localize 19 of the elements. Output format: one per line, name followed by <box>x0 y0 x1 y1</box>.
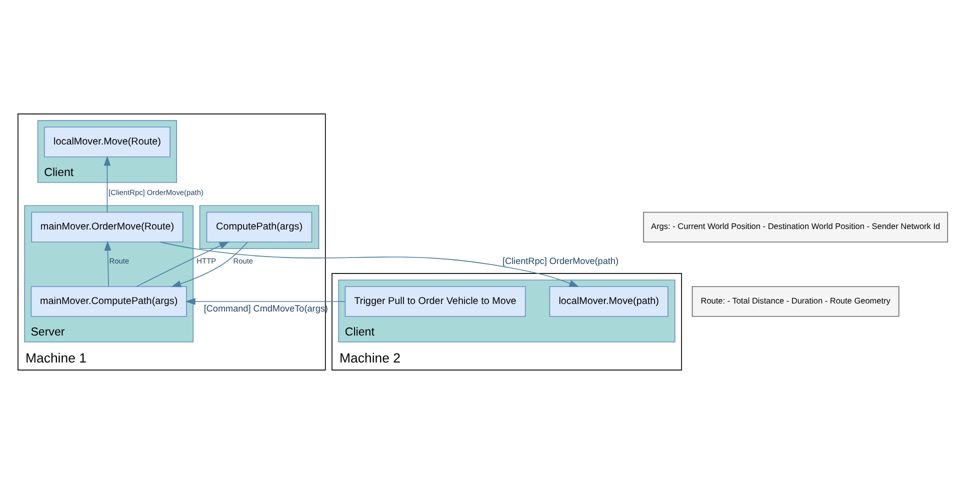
label: Args: - Current World Position - Destination World Position - Sender Network Id <box>651 222 940 232</box>
node-box: localMover.Move(path) <box>549 286 668 317</box>
label: Route: - Total Distance - Duration - Route Geometry <box>700 296 890 306</box>
edge-label: HTTP <box>196 256 216 266</box>
node-box: Trigger Pull to Order Vehicle to Move <box>344 286 526 317</box>
node-box: localMover.Move(Route) <box>44 126 170 158</box>
node-box: mainMover.ComputePath(args) <box>30 286 187 317</box>
arrow <box>171 242 248 288</box>
arrow <box>185 298 346 305</box>
arrow <box>104 240 112 287</box>
arrow <box>160 242 580 287</box>
edge-label: [ClientRpc] OrderMove(path) <box>502 256 619 266</box>
node-box: ComputePath(args) <box>206 212 312 242</box>
arrow <box>136 242 230 287</box>
arrow <box>104 156 111 213</box>
node-box: mainMover.OrderMove(Route) <box>31 212 184 242</box>
edge-label: Route <box>109 256 130 266</box>
edge-label: [ClientRpc] OrderMove(path) <box>108 188 204 198</box>
edge-label: Route <box>233 256 254 266</box>
